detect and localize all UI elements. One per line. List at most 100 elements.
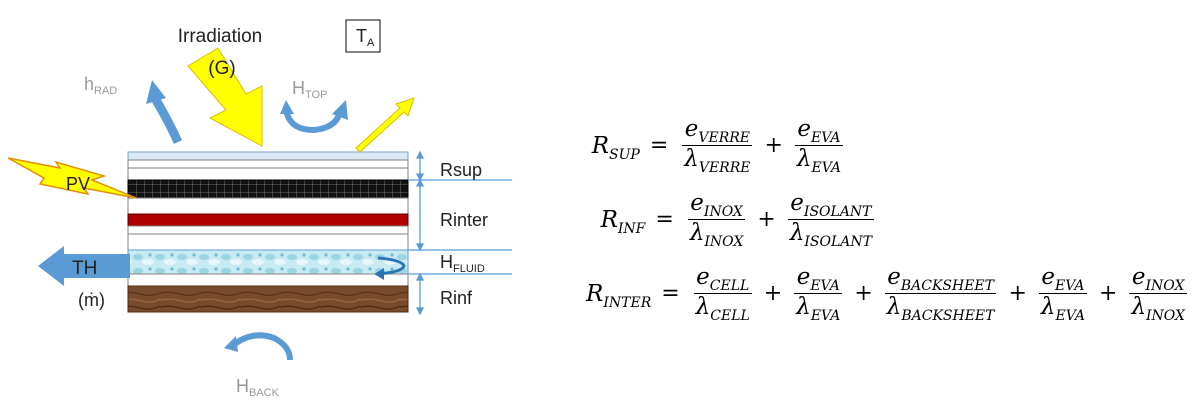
thickness-e-symbol: e <box>790 190 804 216</box>
insulation-layer <box>127 285 409 313</box>
fraction-bar <box>693 293 752 294</box>
conductivity-lambda-symbol: λ <box>1131 294 1147 320</box>
h-top-label: HTOP <box>292 78 327 101</box>
thickness-e-symbol: e <box>690 190 704 216</box>
conductivity-lambda-symbol: λ <box>796 294 811 320</box>
thickness-e-symbol: e <box>887 264 901 290</box>
plus-sign: + <box>1008 281 1027 306</box>
h-back-label: HBACK <box>236 376 280 399</box>
thickness-e-symbol: e <box>796 264 811 290</box>
conductivity-lambda-subscript: INOX <box>1146 308 1185 324</box>
fraction-bar <box>687 219 746 220</box>
fraction-bar <box>884 293 997 294</box>
conductivity-lambda-symbol: λ <box>684 146 699 172</box>
plus-sign: + <box>854 281 873 306</box>
inox-bottom-layer <box>127 273 409 287</box>
th-label: TH <box>72 258 97 279</box>
plus-sign: + <box>763 281 783 306</box>
ambient-temp-label: TA <box>356 26 375 49</box>
fraction-bar <box>794 293 843 294</box>
mass-flow-label: (ṁ) <box>78 290 105 310</box>
thickness-e-symbol: e <box>1131 264 1146 290</box>
thickness-e-subscript: INOX <box>1145 278 1185 294</box>
fraction-bar <box>794 145 843 146</box>
rinf-label: Rinf <box>440 288 473 308</box>
rsup-label: Rsup <box>440 160 482 180</box>
layer-stack <box>127 151 409 313</box>
ambient-temp-box <box>345 19 381 53</box>
fraction-bar <box>787 219 874 220</box>
conductivity-lambda-subscript: EVA <box>810 308 841 324</box>
conductivity-lambda-symbol: λ <box>695 294 711 320</box>
fluid-return-arrow <box>377 256 406 276</box>
eva-mid-layer <box>127 197 409 215</box>
fluid-layer <box>127 249 409 275</box>
thickness-e-symbol: e <box>684 116 699 142</box>
conductivity-lambda-subscript: VERRE <box>698 160 751 176</box>
plus-sign: + <box>1099 281 1118 306</box>
thickness-e-subscript: EVA <box>1055 278 1085 294</box>
pvt-layer-diagram: Irradiation (G) TA hRAD HTOP PV TH (ṁ) H… <box>7 19 512 399</box>
lhs-r-inter-symbol: R <box>586 280 604 307</box>
eva-bottom-layer <box>127 225 409 235</box>
irradiation-symbol: (G) <box>208 58 235 79</box>
fraction-bar <box>682 145 753 146</box>
thickness-e-symbol: e <box>696 264 710 290</box>
h-top-arrow <box>283 107 343 134</box>
thickness-e-symbol: e <box>797 116 812 142</box>
thickness-e-subscript: BACKSHEET <box>900 278 994 294</box>
h-rad-label: hRAD <box>84 74 117 97</box>
thickness-e-subscript: VERRE <box>698 130 750 146</box>
lhs-r-sup-subscript: SUP <box>609 146 640 163</box>
fraction-bar <box>1038 293 1087 294</box>
lhs-r-inf-symbol: R <box>600 206 618 233</box>
conductivity-lambda-symbol: λ <box>789 220 805 246</box>
lhs-r-inter-subscript: INTER <box>603 294 652 311</box>
plus-sign: + <box>757 207 776 232</box>
resistance-brackets <box>408 150 512 316</box>
fraction-bar <box>1129 293 1187 294</box>
thickness-e-subscript: ISOLANT <box>803 204 872 220</box>
conductivity-lambda-symbol: λ <box>689 220 705 246</box>
conductivity-lambda-subscript: CELL <box>710 308 750 324</box>
conductivity-lambda-subscript: EVA <box>1055 308 1086 324</box>
